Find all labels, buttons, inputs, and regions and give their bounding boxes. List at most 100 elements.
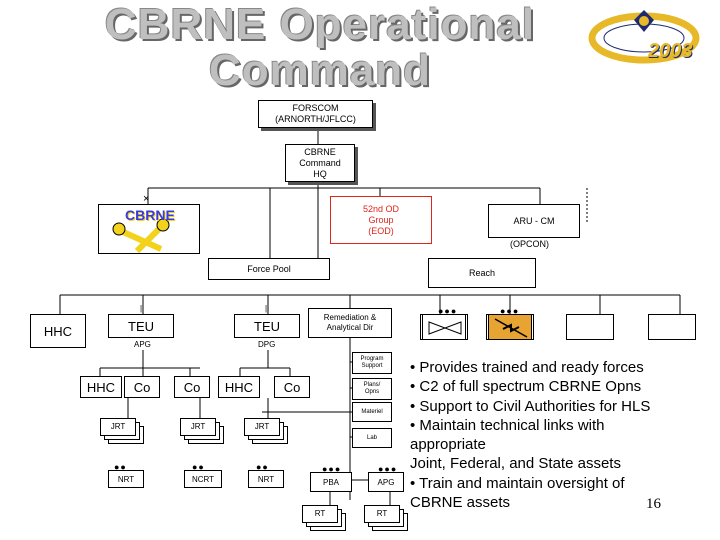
bullet-3: • Support to Civil Authorities for HLS <box>410 397 651 415</box>
hhc-left-box: HHC <box>30 314 86 348</box>
rt-2-label: RT <box>376 509 388 518</box>
hhc-b-box: HHC <box>218 376 260 398</box>
bullet-list: • Provides trained and ready forces • C2… <box>410 358 710 512</box>
co-a-label: Co <box>133 379 151 395</box>
nrt1-dots: ●● <box>114 462 127 472</box>
bullet-5-cont: CBRNE assets <box>410 494 511 512</box>
apg-small-dots: ●●● <box>378 464 398 474</box>
hhc-left-label: HHC <box>43 323 73 339</box>
bullet-4-cont: appropriate <box>410 436 486 454</box>
aru-cm-label: ARU - CM <box>513 215 555 226</box>
apg-small-label: APG <box>377 477 395 487</box>
program-support-line-2: Support <box>361 363 383 369</box>
teu-dpg-echelon: || <box>265 304 270 313</box>
logo-year: 2003 <box>648 40 693 62</box>
reach-element-3 <box>566 314 614 340</box>
jrt-stack-3: JRT <box>244 418 294 448</box>
ncrt-label: NCRT <box>191 474 215 484</box>
co-b-label: Co <box>183 379 201 395</box>
teu-apg-box: TEU <box>108 314 174 338</box>
cbrne-command-hq-box: CBRNE Command HQ <box>285 144 355 182</box>
pba-label: PBA <box>322 477 339 487</box>
ncrt-dots: ●● <box>192 462 205 472</box>
title-line-1: CBRNE Operational <box>104 0 536 49</box>
lab-box: Lab <box>352 428 392 448</box>
co-c-box: Co <box>274 376 310 398</box>
bullet-2: • C2 of full spectrum CBRNE Opns <box>410 378 642 396</box>
bullet-4-cont-2: Joint, Federal, and State assets <box>410 455 621 473</box>
od-group-line-3: (EOD) <box>368 225 394 236</box>
cbrne-hq-line-3: HQ <box>313 168 327 179</box>
program-support-line-1: Program <box>360 356 384 362</box>
pba-dots: ●●● <box>322 464 342 474</box>
reach-dots-1: ●●● <box>438 306 458 316</box>
cbrne-unit-symbol-icon: x <box>112 218 170 253</box>
jrt-3-label: JRT <box>254 422 270 431</box>
aru-cm-box: ARU - CM <box>488 204 580 238</box>
reach-element-4 <box>648 314 696 340</box>
cbrne-hq-line-2: Command <box>299 157 341 168</box>
remediation-line-1: Remediation & <box>323 313 377 322</box>
bullet-4: • Maintain technical links with <box>410 416 605 434</box>
forscom-label: FORSCOM <box>292 103 339 113</box>
nrt-1-box: NRT <box>108 470 144 488</box>
arnorth-jflcc-label: (ARNORTH/JFLCC) <box>275 114 356 124</box>
program-support-box: Program Support <box>352 352 392 374</box>
cbrne-hq-line-1: CBRNE <box>304 146 336 157</box>
plans-ops-line-1: Plans/ <box>363 382 381 388</box>
remediation-box: Remediation & Analytical Dir <box>308 308 392 338</box>
title-line-2: Command <box>208 46 432 95</box>
reach-signal-box <box>488 314 532 340</box>
bullet-1: • Provides trained and ready forces <box>410 359 644 376</box>
force-pool-label: Force Pool <box>247 263 291 274</box>
teu-dpg-box: TEU <box>234 314 300 338</box>
plans-ops-line-2: Opns <box>364 389 380 395</box>
plans-ops-box: Plans/ Opns <box>352 378 392 400</box>
page-number: 16 <box>646 496 661 512</box>
co-c-label: Co <box>283 379 301 395</box>
hhc-b-label: HHC <box>224 379 254 395</box>
nrt2-dots: ●● <box>256 462 269 472</box>
jrt-1-label: JRT <box>110 422 126 431</box>
cbrne-unit-label: CBRNE <box>125 207 175 223</box>
od-group-line-1: 52nd OD <box>362 203 400 214</box>
rt-1-label: RT <box>314 509 326 518</box>
od-group-box: 52nd OD Group (EOD) <box>330 196 432 244</box>
rt-stack-1: RT <box>302 505 352 535</box>
reach-box: Reach <box>428 258 536 288</box>
dpg-label: DPG <box>258 340 276 349</box>
lightning-icon <box>494 318 528 338</box>
bullet-5: • Train and maintain oversight of <box>410 474 625 492</box>
reach-dots-2: ●●● <box>500 306 520 316</box>
nrt-2-label: NRT <box>257 474 275 484</box>
reach-label: Reach <box>468 267 495 278</box>
jrt-2-label: JRT <box>190 422 206 431</box>
co-b-box: Co <box>174 376 210 398</box>
logo-2003: 2003 <box>586 4 714 70</box>
forscom-box: FORSCOM (ARNORTH/JFLCC) <box>258 100 373 128</box>
apg-label: APG <box>134 340 151 349</box>
cbrne-unit-box: x CBRNE <box>98 204 200 254</box>
apg-small-box: APG <box>368 472 404 492</box>
hhc-a-label: HHC <box>86 379 116 395</box>
materiel-label: Materiel <box>361 408 383 415</box>
co-a-box: Co <box>124 376 160 398</box>
rt-stack-2: RT <box>364 505 414 535</box>
slide-title: CBRNE Operational Command <box>60 2 580 94</box>
force-pool-box: Force Pool <box>208 258 330 280</box>
od-group-line-2: Group <box>368 214 394 225</box>
teu-apg-label: TEU <box>128 318 154 334</box>
lab-label: Lab <box>366 434 377 441</box>
logo-swoosh-icon <box>588 10 700 64</box>
materiel-box: Materiel <box>352 402 392 422</box>
ncrt-box: NCRT <box>184 470 222 488</box>
bowtie-icon <box>428 321 462 335</box>
hhc-a-box: HHC <box>80 376 122 398</box>
cbrne-unit-echelon-x: × <box>143 193 150 205</box>
reach-link-box <box>422 314 466 340</box>
opcon-label: (OPCON) <box>510 239 549 249</box>
jrt-stack-2: JRT <box>180 418 230 448</box>
teu-dpg-label: TEU <box>254 318 280 334</box>
